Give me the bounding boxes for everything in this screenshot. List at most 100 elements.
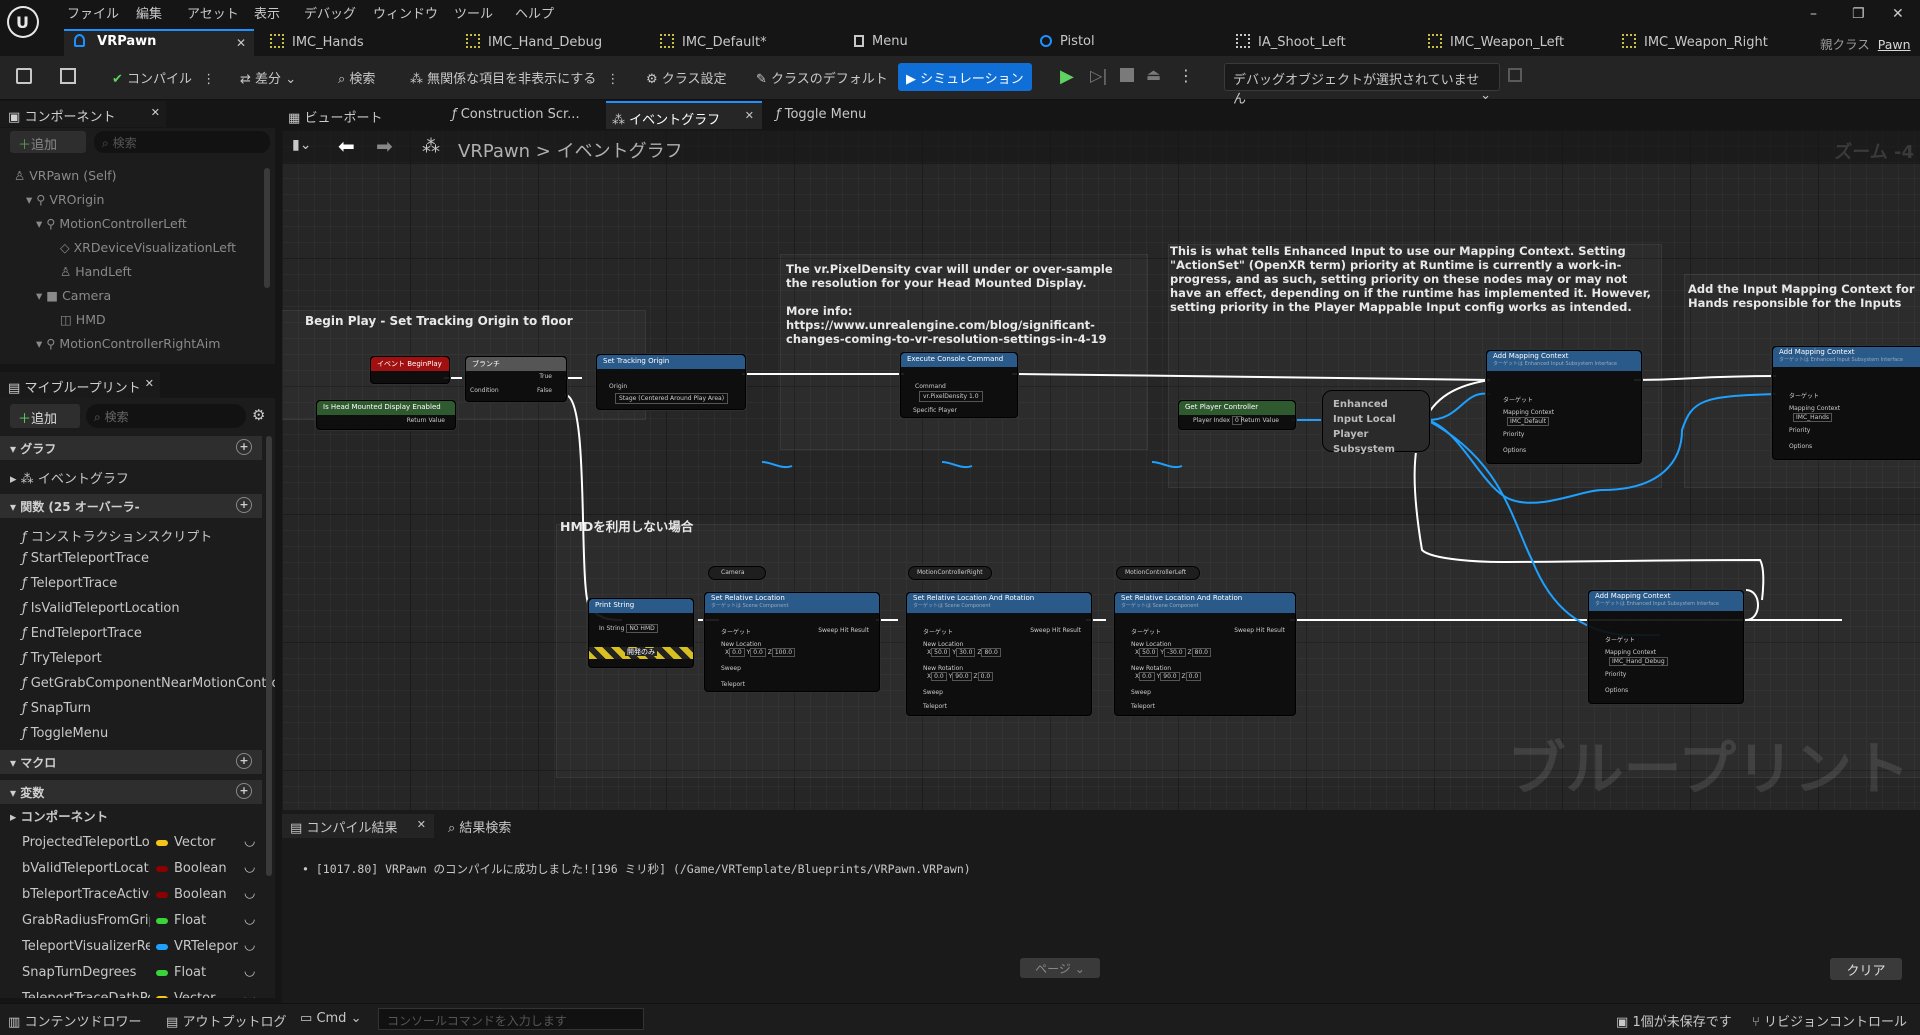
tab-viewport[interactable]: ▦ ビューポート [288, 111, 383, 126]
debug-filter-icon[interactable] [1508, 68, 1522, 82]
scrollbar[interactable] [266, 436, 272, 876]
unreal-logo[interactable]: U [7, 6, 39, 38]
browse-icon[interactable] [60, 68, 76, 84]
node-event-beginplay[interactable]: イベント BeginPlay [370, 356, 450, 384]
pin-sweep[interactable]: Sweep [721, 665, 741, 672]
menu-asset[interactable]: アセット [187, 7, 239, 22]
add-variable-icon[interactable]: + [236, 783, 252, 799]
play-icon[interactable]: ▶ [1060, 66, 1074, 87]
hide-unrelated-button[interactable]: ⁂ 無関係な項目を非表示にする ⋮ [410, 72, 620, 87]
pin-new-location[interactable]: New Location [923, 641, 964, 648]
compile-button[interactable]: ✔ コンパイル ⋮ [112, 72, 216, 87]
forward-arrow-icon[interactable]: ➡ [376, 134, 393, 158]
pin-specific-player[interactable]: Specific Player [913, 407, 957, 414]
pin-options[interactable]: Options [1789, 443, 1813, 450]
event-graph-canvas[interactable]: ▮⌄ ⬅ ➡ ⁂ VRPawn > イベントグラフ ズーム -4 Begin P… [282, 130, 1920, 810]
pin-new-rotation[interactable]: New Rotation [1131, 665, 1172, 672]
add-component-button[interactable]: ＋追加 [10, 131, 86, 153]
breadcrumb-current[interactable]: イベントグラフ [556, 141, 683, 162]
menu-help[interactable]: ヘルプ [515, 7, 555, 22]
variables-category[interactable]: ▾ 変数+ [0, 780, 262, 804]
add-button[interactable]: ＋追加 [10, 404, 80, 428]
save-icon[interactable] [16, 68, 32, 84]
close-panel-icon[interactable]: ✕ [144, 377, 154, 390]
cmd-select[interactable]: ▭ Cmd ⌄ [300, 1011, 362, 1026]
parent-class-link[interactable]: Pawn [1877, 37, 1911, 52]
scrollbar[interactable] [264, 168, 270, 288]
close-tab-icon[interactable]: ✕ [416, 818, 426, 831]
menu-window[interactable]: ウィンドウ [373, 7, 439, 22]
tree-item-handleft[interactable]: ♙ HandLeft [60, 264, 132, 279]
pin-mapping-context[interactable]: Mapping Context [1503, 409, 1555, 416]
variable-item[interactable]: ProjectedTeleportLocaVector◡ [0, 830, 262, 856]
tree-item-self[interactable]: ♙ VRPawn (Self) [14, 168, 117, 183]
function-item[interactable]: ƒ コンストラクションスクリプト [22, 530, 213, 545]
restore-icon[interactable]: ❐ [1852, 6, 1865, 22]
tree-item-hmd[interactable]: ◫ HMD [60, 312, 106, 327]
tab-imc-weapon-left[interactable]: IMC_Weapon_Left [1428, 29, 1613, 56]
unsaved-indicator[interactable]: ▣ 1個が未保存です [1616, 1015, 1732, 1030]
event-graph-item[interactable]: ▸ ⁂ イベントグラフ [10, 472, 129, 487]
comment-no-hmd[interactable] [556, 524, 1920, 778]
pin-priority[interactable]: Priority [1605, 671, 1627, 678]
tab-ia-shoot-left[interactable]: IA_Shoot_Left [1236, 29, 1416, 56]
pin-target[interactable]: ターゲット [721, 629, 752, 636]
tab-toggle-menu[interactable]: ƒ Toggle Menu [776, 107, 867, 122]
function-item[interactable]: ƒ EndTeleportTrace [22, 626, 142, 641]
mapping-context-dropdown[interactable]: IMC_Hands [1793, 413, 1833, 422]
back-arrow-icon[interactable]: ⬅ [338, 134, 355, 158]
function-item[interactable]: ƒ StartTeleportTrace [22, 551, 149, 566]
clear-button[interactable]: クリア [1830, 958, 1902, 980]
pin-priority[interactable]: Priority [1503, 431, 1525, 438]
tab-vrpawn[interactable]: VRPawn ✕ [64, 29, 254, 56]
node-camera-getter[interactable]: Camera [708, 566, 766, 580]
bookmark-icon[interactable]: ▮⌄ [292, 137, 312, 153]
tab-imc-default[interactable]: IMC_Default* [652, 29, 832, 56]
pin-new-location[interactable]: New Location [1131, 641, 1172, 648]
close-tab-icon[interactable]: ✕ [744, 109, 754, 122]
pin-sweep-hit[interactable]: Sweep Hit Result [818, 627, 869, 634]
pin-sweep-hit[interactable]: Sweep Hit Result [1030, 627, 1081, 634]
settings-gear-icon[interactable]: ⚙ [252, 406, 266, 424]
find-results-tab[interactable]: ⌕ 結果検索 [448, 821, 512, 836]
add-macro-icon[interactable]: + [236, 753, 252, 769]
menu-view[interactable]: 表示 [254, 7, 281, 22]
tree-item-xr-vis-left[interactable]: ◇ XRDeviceVisualizationLeft [60, 240, 237, 255]
comment-pixel-density[interactable] [780, 254, 1148, 450]
content-drawer-button[interactable]: ▥ コンテンツドロワー [8, 1015, 142, 1030]
mapping-context-dropdown[interactable]: IMC_Default [1507, 417, 1550, 426]
pin-sweep[interactable]: Sweep [923, 689, 943, 696]
minimize-icon[interactable]: – [1810, 6, 1817, 22]
eject-icon[interactable]: ⏏ [1146, 65, 1162, 84]
pin-target[interactable]: ターゲット [1131, 629, 1162, 636]
pin-return-value[interactable]: Return Value [406, 417, 445, 424]
mapping-context-dropdown[interactable]: IMC_Hand_Debug [1609, 657, 1668, 666]
menu-file[interactable]: ファイル [67, 7, 120, 22]
function-item[interactable]: ƒ GetGrabComponentNearMotionContro [22, 676, 275, 691]
pin-options[interactable]: Options [1605, 687, 1629, 694]
visibility-eye-icon[interactable]: ◡ [244, 938, 256, 953]
menu-tools[interactable]: ツール [454, 7, 494, 22]
pin-player-index[interactable]: Player Index 0 [1193, 416, 1242, 425]
command-input[interactable]: vr.PixelDensity 1.0 [919, 391, 983, 402]
pin-options[interactable]: Options [1503, 447, 1527, 454]
pin-teleport[interactable]: Teleport [721, 681, 745, 688]
variable-item[interactable]: TeleportTraceDathPoVector◡ [0, 986, 262, 998]
tab-construction-script[interactable]: ƒ Construction Scr... [452, 107, 580, 122]
expand-arrow-icon[interactable]: ▾ [36, 216, 43, 231]
output-log-button[interactable]: ▤ アウトプットログ [166, 1015, 287, 1030]
expand-arrow-icon[interactable]: ▾ [36, 288, 43, 303]
pin-new-location[interactable]: New Location [721, 641, 762, 648]
function-item[interactable]: ƒ SnapTurn [22, 701, 91, 716]
node-mc-right-getter[interactable]: MotionControllerRight [908, 566, 992, 580]
more-options-icon[interactable]: ⋮ [1178, 66, 1194, 85]
macros-category[interactable]: ▾ マクロ+ [0, 750, 262, 774]
